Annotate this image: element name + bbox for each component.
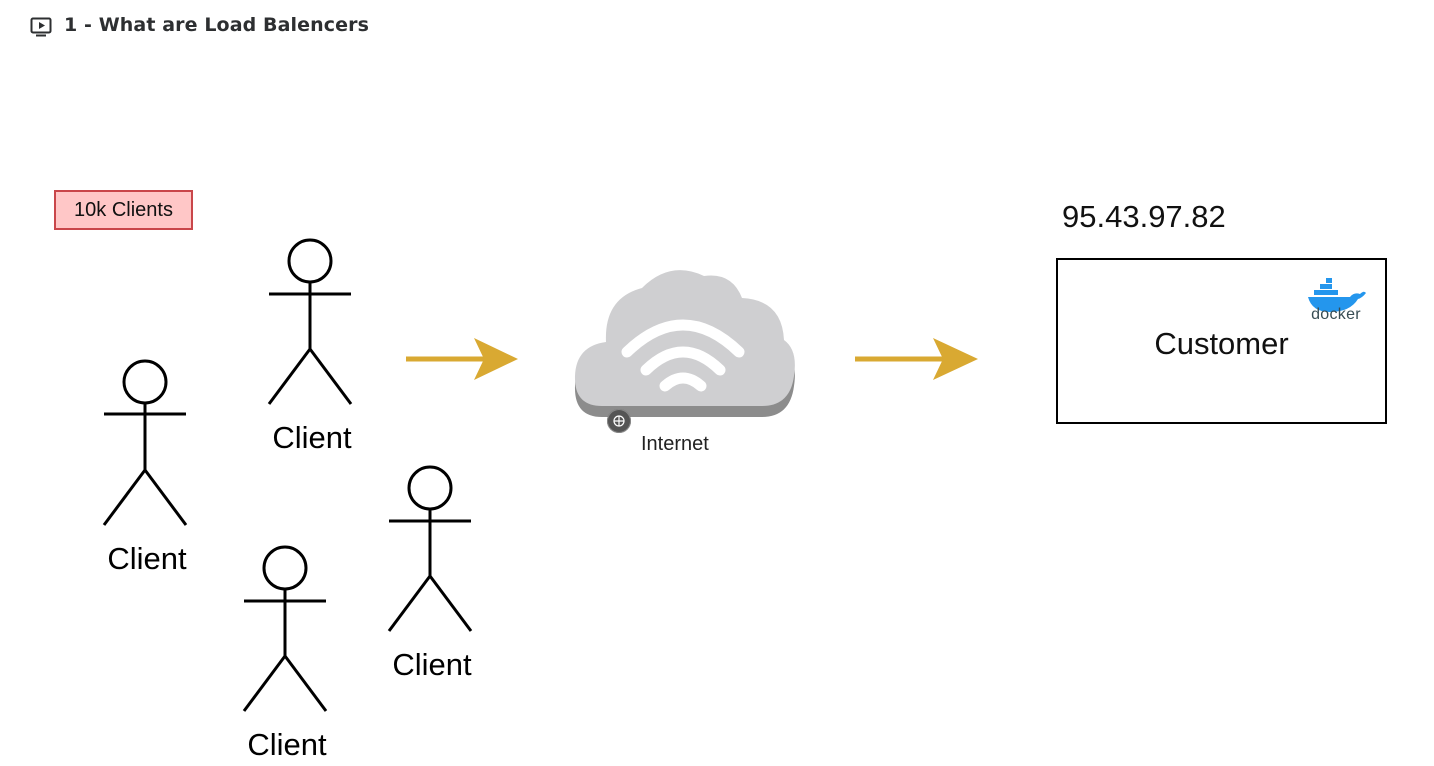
clients-count-badge: 10k Clients: [54, 190, 193, 230]
customer-server-box: Customer docker: [1056, 258, 1387, 424]
client-label: Client: [272, 420, 352, 455]
stick-figure-icon: [242, 545, 328, 712]
client-actor: Client: [237, 544, 337, 762]
stick-figure-icon: [102, 359, 188, 526]
client-actor: Client: [382, 464, 482, 682]
client-label: Client: [247, 727, 327, 762]
client-label: Client: [392, 647, 472, 682]
lecture-header: 1 - What are Load Balencers: [0, 0, 1434, 54]
client-actor: Client: [262, 237, 362, 455]
client-label: Client: [107, 541, 187, 576]
internet-label: Internet: [641, 433, 709, 455]
cloud-wifi-icon: [574, 270, 795, 417]
move-handle-icon[interactable]: [607, 409, 631, 433]
client-actor: Client: [97, 358, 197, 576]
docker-whale-icon: [1308, 278, 1366, 312]
arrow-clients-to-internet-icon: [406, 338, 518, 380]
arrow-internet-to-customer-icon: [855, 338, 978, 380]
lecture-title: 1 - What are Load Balencers: [64, 14, 369, 36]
server-ip-address: 95.43.97.82: [1062, 199, 1226, 234]
server-label: Customer: [1154, 326, 1289, 361]
stick-figure-icon: [267, 238, 353, 405]
video-play-icon: [30, 17, 52, 37]
docker-logo-text: docker: [1311, 306, 1361, 323]
stick-figure-icon: [387, 465, 473, 632]
